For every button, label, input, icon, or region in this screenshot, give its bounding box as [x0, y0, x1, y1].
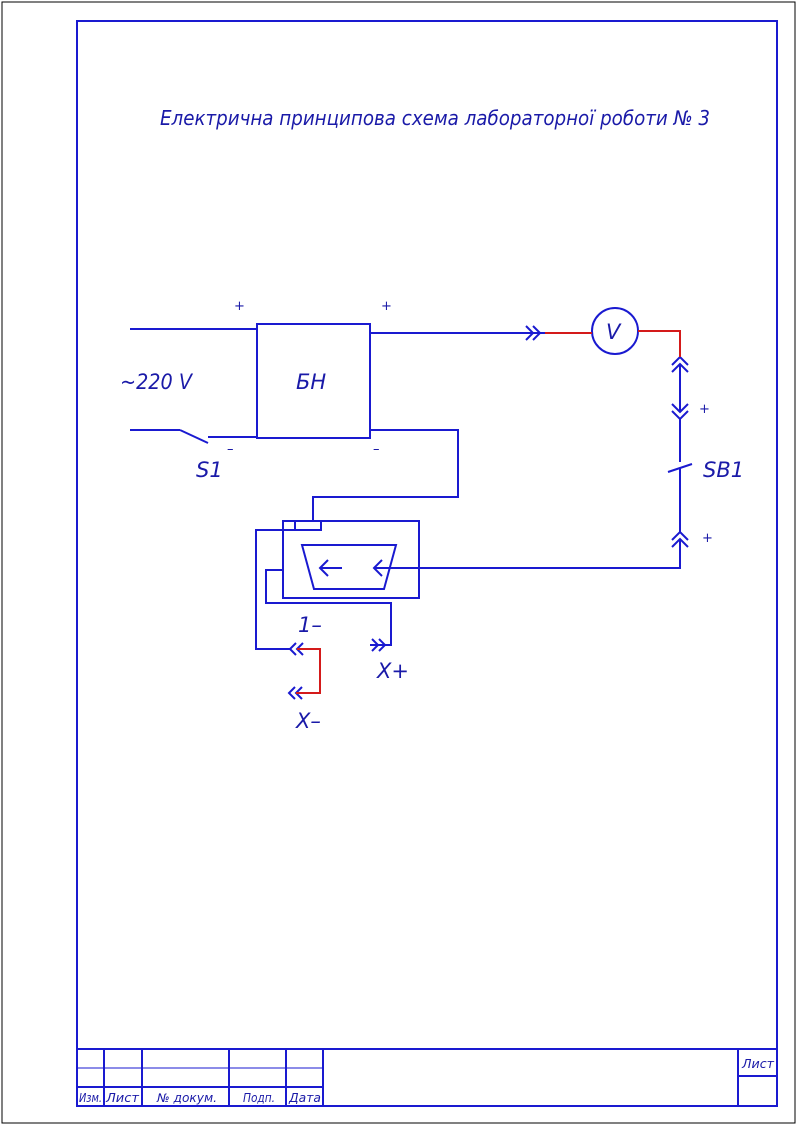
- stamp-col-date: Дата: [288, 1091, 321, 1105]
- device-wire-x-minus: [255, 529, 295, 650]
- connector-chevron-1: [525, 325, 535, 341]
- button-sb1-label: SB1: [703, 458, 744, 482]
- voltmeter-label: V: [606, 320, 622, 344]
- terminal-x-plus-label: X+: [376, 659, 409, 683]
- power-block-label: БН: [296, 370, 326, 394]
- device-wire-x-plus: [265, 569, 392, 646]
- power-block: [256, 323, 371, 439]
- stamp-sheet-label: Лист: [741, 1057, 775, 1071]
- red-wire-from-voltmeter: [638, 330, 681, 357]
- stamp-col-izm: Изм.: [79, 1091, 102, 1105]
- device-outer-box: [282, 520, 420, 599]
- right-chevron-5: [671, 530, 689, 541]
- x-plus-chevron-1: [371, 638, 380, 652]
- diagram-title: Електрична принципова схема лабораторної…: [160, 106, 710, 130]
- plus-sign-output: +: [381, 299, 392, 314]
- drawing-frame: [76, 20, 778, 1107]
- stamp-col-doc: № докум.: [156, 1091, 217, 1105]
- minus-sign-output: –: [373, 442, 380, 457]
- mains-voltage-label: ~220 V: [120, 370, 193, 394]
- plus-sign-input: +: [234, 299, 245, 314]
- minus-sign-input: –: [227, 442, 234, 457]
- terminal-x-minus-label: X–: [295, 709, 321, 733]
- title-block: [77, 1048, 777, 1106]
- x-minus-chevron-3: [287, 686, 296, 700]
- x-plus-chevron-2: [378, 638, 387, 652]
- x-minus-chevron-1: [288, 642, 297, 656]
- stamp-col-sign: Подп.: [243, 1091, 275, 1105]
- red-wire-x-minus: [296, 648, 321, 694]
- plus-sign-right-bottom: +: [702, 531, 713, 546]
- output-minus-line: [312, 429, 459, 521]
- switch-s1-label: S1: [196, 458, 223, 482]
- device-terminal: [294, 520, 322, 531]
- device-trapezoid: [300, 544, 398, 590]
- connector-chevron-2: [532, 325, 542, 341]
- stamp-col-list: Лист: [105, 1091, 140, 1105]
- right-chevron-3: [671, 403, 689, 414]
- device-arrow-right: [372, 559, 383, 577]
- device-1-label: 1–: [298, 613, 322, 637]
- plus-sign-right-top: +: [699, 402, 710, 417]
- switch-s1-blade: [179, 429, 209, 444]
- return-line: [374, 539, 681, 569]
